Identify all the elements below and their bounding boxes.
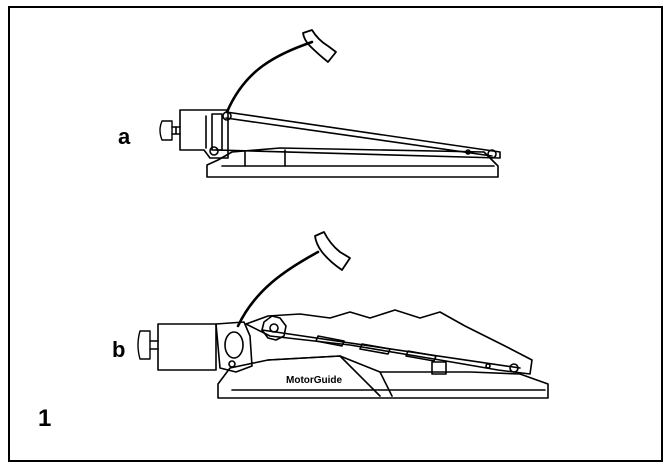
slot-2 xyxy=(359,343,391,355)
star-knob-b xyxy=(261,315,287,341)
position-label-b: b xyxy=(112,337,126,362)
arm-b xyxy=(245,309,533,375)
position-label-a: a xyxy=(118,124,131,149)
knob-a xyxy=(159,120,173,141)
brand-plate-b xyxy=(282,372,352,386)
pull-cord-a xyxy=(225,40,314,114)
motor-housing-b xyxy=(157,323,217,371)
knob-b xyxy=(137,330,151,360)
slot-3 xyxy=(405,350,437,362)
figure-number: 1 xyxy=(38,405,52,432)
side-plate-b xyxy=(215,321,253,373)
mount-deployed-b: MotorGuide xyxy=(137,231,549,399)
mount-stowed-a xyxy=(159,29,501,178)
pull-cord-b xyxy=(236,250,320,328)
slot-1 xyxy=(315,335,345,347)
base-bracket-a xyxy=(206,147,499,178)
pull-handle-a xyxy=(302,29,337,63)
pull-handle-b xyxy=(314,231,351,271)
arm-a xyxy=(215,111,501,159)
brand-label: MotorGuide xyxy=(286,375,343,386)
